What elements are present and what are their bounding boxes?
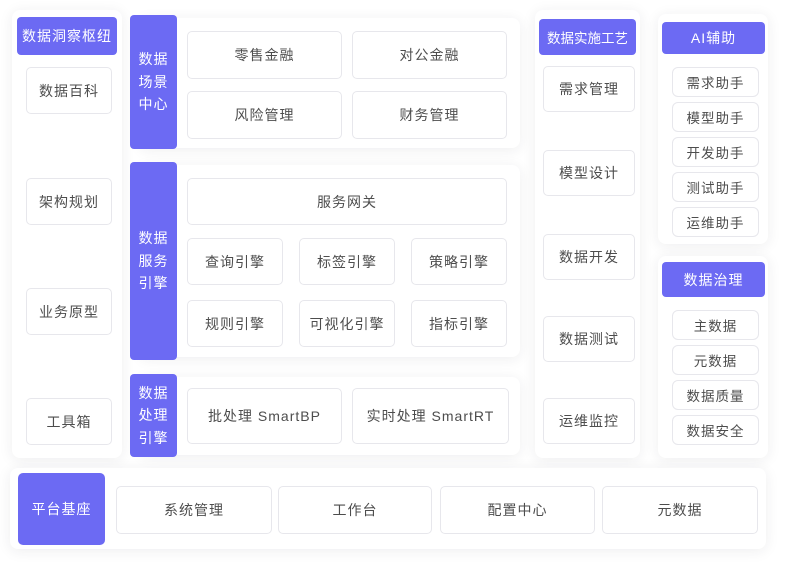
node-model-design: 模型设计 <box>543 150 635 196</box>
node-master-data: 主数据 <box>672 310 759 340</box>
node-workbench: 工作台 <box>278 486 432 534</box>
node-model-assistant: 模型助手 <box>672 102 759 132</box>
node-metadata: 元数据 <box>672 345 759 375</box>
insight-hub-header: 数据洞察枢纽 <box>17 17 117 55</box>
platform-base-label: 平台基座 <box>18 473 105 545</box>
node-business-prototype: 业务原型 <box>26 288 112 335</box>
node-data-testing: 数据测试 <box>543 316 635 362</box>
node-ops-monitoring: 运维监控 <box>543 398 635 444</box>
node-rule-engine: 规则引擎 <box>187 300 283 347</box>
scenario-center-label: 数据场景中心 <box>130 15 177 149</box>
node-data-security: 数据安全 <box>672 415 759 445</box>
node-requirement-management: 需求管理 <box>543 66 635 112</box>
node-toolbox: 工具箱 <box>26 398 112 445</box>
node-data-encyclopedia: 数据百科 <box>26 67 112 114</box>
panel-implementation: 数据实施工艺 需求管理 模型设计 数据开发 数据测试 运维监控 <box>535 10 640 458</box>
node-visualization-engine: 可视化引擎 <box>299 300 395 347</box>
node-architecture-planning: 架构规划 <box>26 178 112 225</box>
node-dev-assistant: 开发助手 <box>672 137 759 167</box>
node-metric-engine: 指标引擎 <box>411 300 507 347</box>
implementation-header: 数据实施工艺 <box>539 19 636 55</box>
node-test-assistant: 测试助手 <box>672 172 759 202</box>
node-batch-processing: 批处理 SmartBP <box>187 388 342 444</box>
node-tag-engine: 标签引擎 <box>299 238 395 285</box>
panel-scenario-center: 零售金融 对公金融 风险管理 财务管理 <box>140 18 520 148</box>
panel-insight-hub: 数据洞察枢纽 数据百科 架构规划 业务原型 工具箱 <box>12 10 122 458</box>
node-data-quality: 数据质量 <box>672 380 759 410</box>
panel-governance: 数据治理 主数据 元数据 数据质量 数据安全 <box>658 256 768 458</box>
node-service-gateway: 服务网关 <box>187 178 507 225</box>
node-config-center: 配置中心 <box>440 486 595 534</box>
panel-ai-assist: AI辅助 需求助手 模型助手 开发助手 测试助手 运维助手 <box>658 14 768 244</box>
governance-header: 数据治理 <box>662 262 765 297</box>
panel-platform-base: 平台基座 系统管理 工作台 配置中心 元数据 <box>10 468 766 549</box>
node-system-management: 系统管理 <box>116 486 272 534</box>
node-data-development: 数据开发 <box>543 234 635 280</box>
node-query-engine: 查询引擎 <box>187 238 283 285</box>
node-corporate-finance: 对公金融 <box>352 31 507 79</box>
node-metadata-platform: 元数据 <box>602 486 758 534</box>
node-finance-management: 财务管理 <box>352 91 507 139</box>
node-retail-finance: 零售金融 <box>187 31 342 79</box>
node-realtime-processing: 实时处理 SmartRT <box>352 388 509 444</box>
node-requirement-assistant: 需求助手 <box>672 67 759 97</box>
node-risk-management: 风险管理 <box>187 91 342 139</box>
node-ops-assistant: 运维助手 <box>672 207 759 237</box>
panel-service-engine: 服务网关 查询引擎 标签引擎 策略引擎 规则引擎 可视化引擎 指标引擎 <box>140 165 520 357</box>
panel-processing-engine: 批处理 SmartBP 实时处理 SmartRT <box>140 377 520 455</box>
ai-assist-header: AI辅助 <box>662 22 765 54</box>
service-engine-label: 数据服务引擎 <box>130 162 177 360</box>
node-strategy-engine: 策略引擎 <box>411 238 507 285</box>
processing-engine-label: 数据处理引擎 <box>130 374 177 457</box>
